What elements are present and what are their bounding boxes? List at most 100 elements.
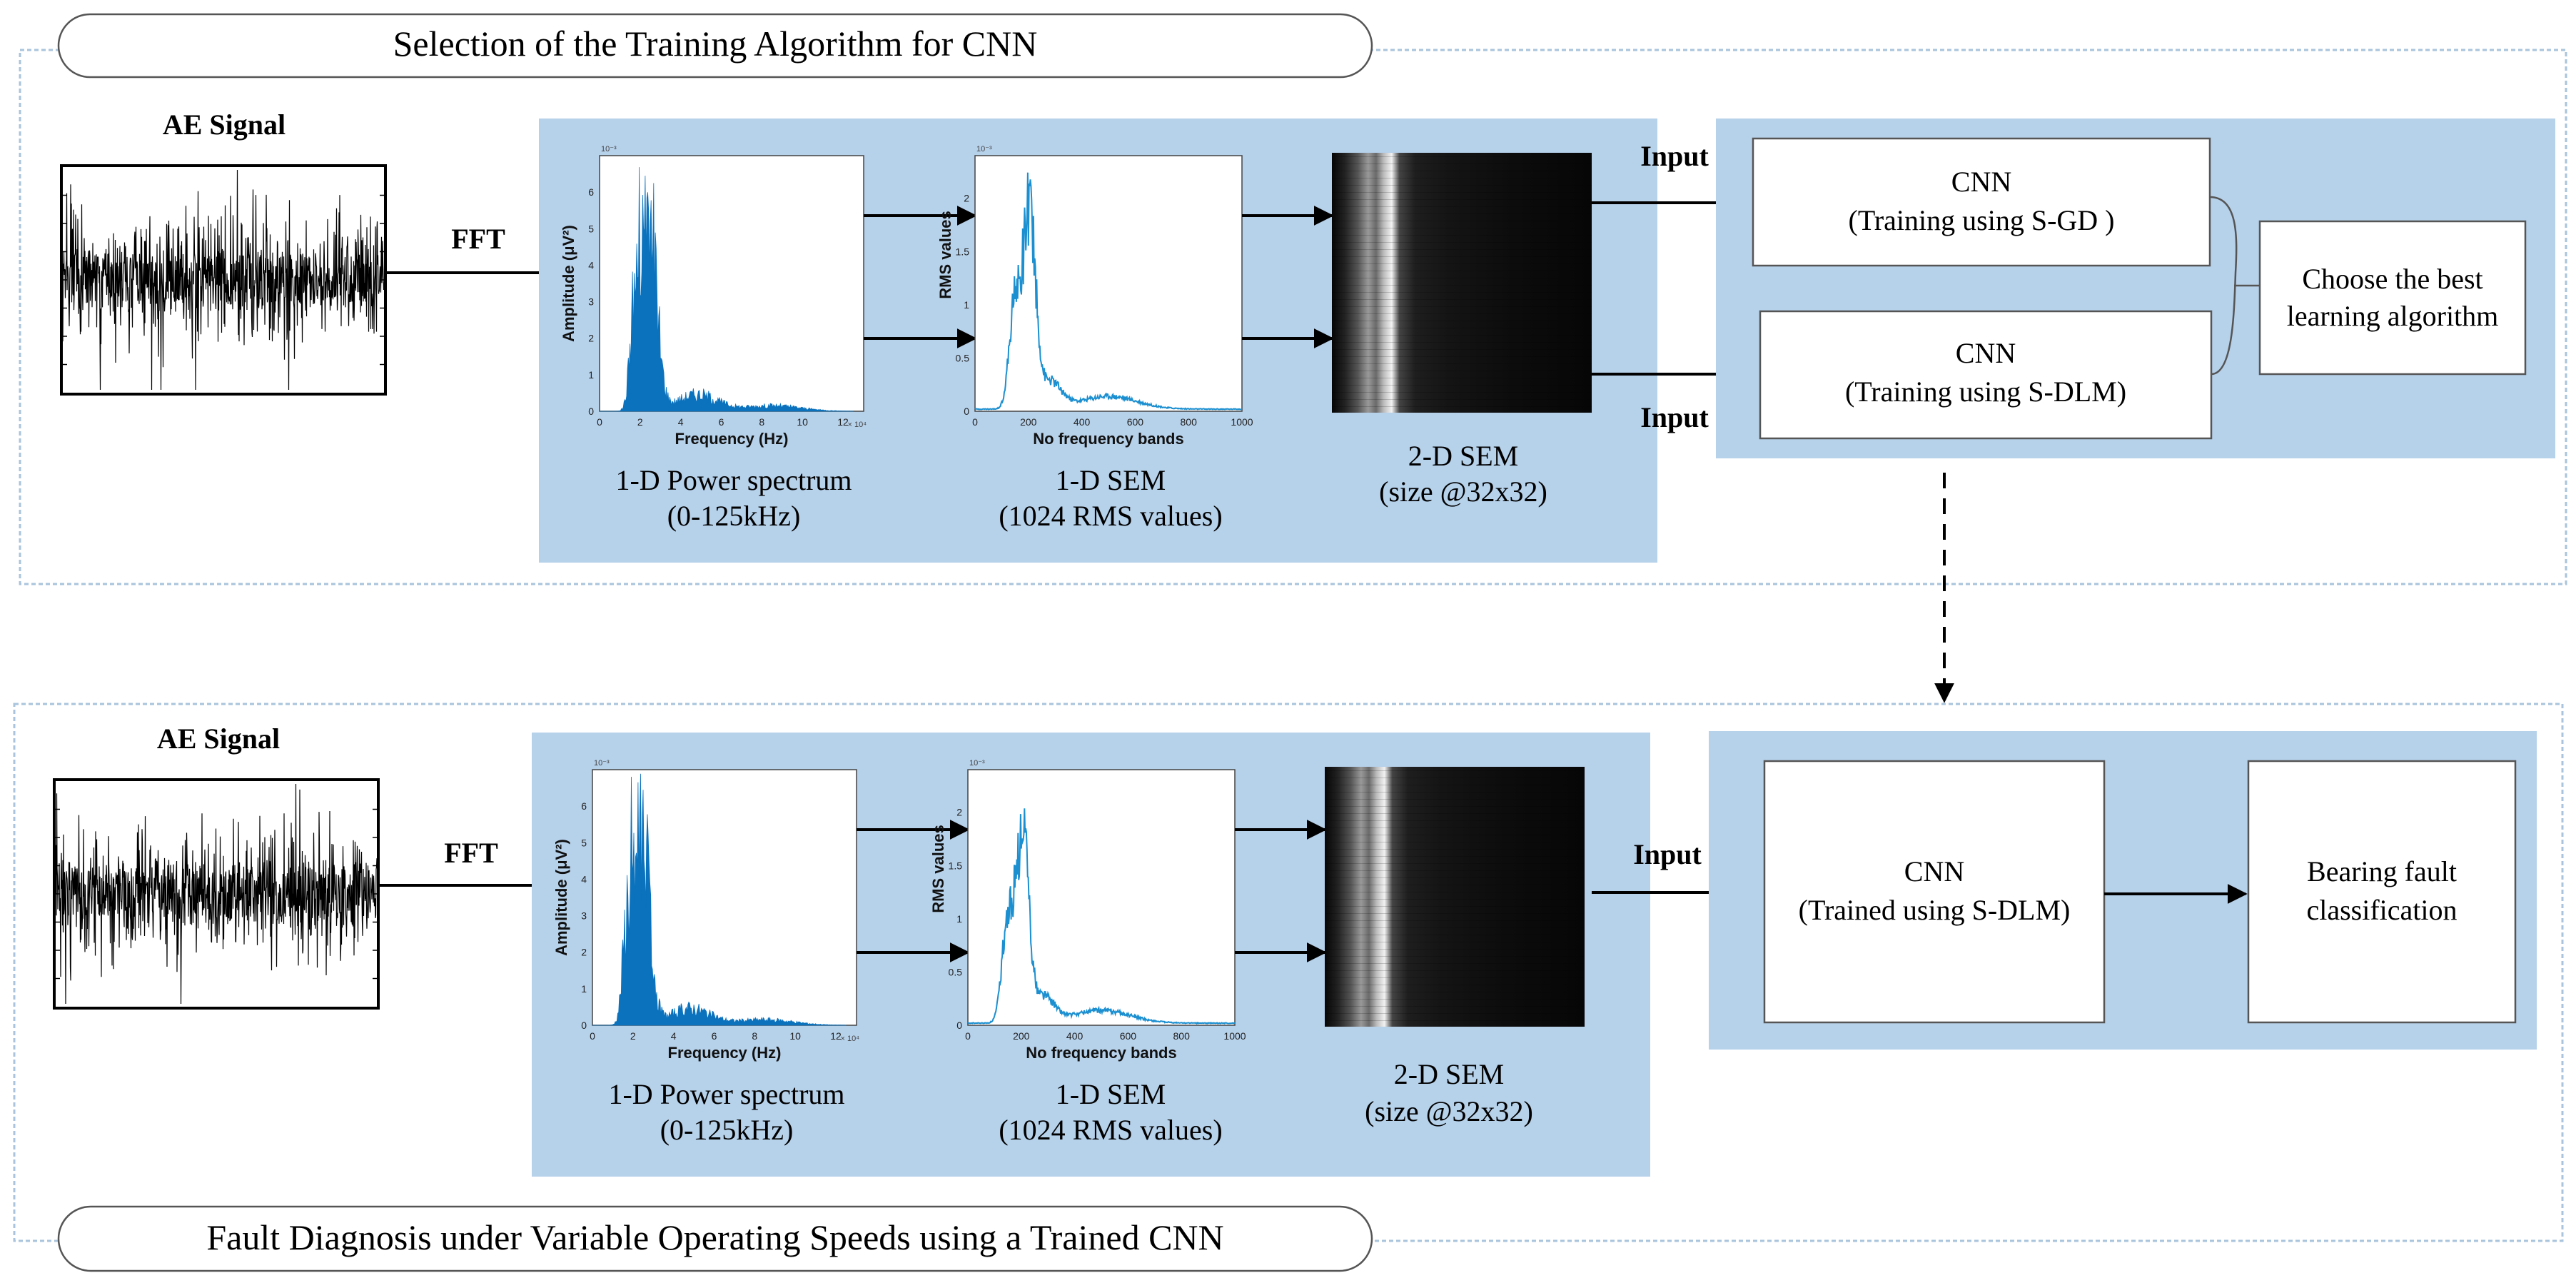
bottom-2d-sem-image-rows (1325, 767, 1585, 1027)
bottom-section-title-box (57, 1205, 1373, 1272)
sem-plot-area (967, 769, 1236, 1026)
ps-y-exponent: 10⁻³ (594, 759, 610, 768)
sem-x-tick-label: 600 (1120, 1030, 1137, 1042)
bottom-1d-sem-caption-2: (1024 RMS values) (999, 1114, 1222, 1146)
top-ae-signal-title: AE Signal (163, 109, 286, 141)
top-2d-sem-caption-2: (size @32x32) (1379, 476, 1547, 508)
ps-y-tick-label: 0 (588, 406, 594, 417)
ps-y-tick-label: 2 (588, 333, 594, 344)
bottom-classification-box (2247, 760, 2517, 1024)
top-2d-sem-caption-1: 2-D SEM (1408, 440, 1518, 472)
sem-y-tick-label: 1 (964, 299, 969, 311)
sem-y-tick-label: 0 (956, 1020, 962, 1031)
ps-y-exponent: 10⁻³ (601, 145, 617, 154)
sem-x-tick-label: 1000 (1223, 1030, 1246, 1042)
bottom-fft-label: FFT (444, 837, 498, 869)
sem-y-tick-label: 1.5 (956, 246, 970, 257)
ps-x-axis-label: Frequency (Hz) (668, 1044, 782, 1062)
sem-x-tick-label: 400 (1066, 1030, 1084, 1042)
bottom-section-border (13, 703, 2564, 1242)
top-choose-line1: Choose the best (2302, 263, 2482, 295)
sem-y-tick-label: 0.5 (956, 352, 970, 363)
top-1d-sem-caption-1: 1-D SEM (1056, 464, 1166, 496)
top-section-title-box (57, 13, 1373, 79)
top-power-spectrum-caption-2: (0-125kHz) (667, 500, 801, 532)
sem-y-exponent: 10⁻³ (969, 759, 985, 768)
ps-x-exponent: × 10⁴ (841, 1035, 860, 1043)
ps-y-tick-label: 4 (588, 259, 594, 271)
ps-x-tick-label: 2 (630, 1030, 636, 1042)
sem-x-axis-label: No frequency bands (1033, 430, 1183, 448)
bottom-2d-sem-caption-1: 2-D SEM (1394, 1058, 1504, 1090)
sem-x-tick-label: 600 (1127, 416, 1144, 428)
top-input-label-2: Input (1640, 401, 1709, 433)
ps-y-tick-label: 3 (588, 296, 594, 308)
ps-y-tick-label: 0 (581, 1020, 587, 1031)
top-1d-sem-caption-2: (1024 RMS values) (999, 500, 1222, 532)
sem-plot-area (974, 155, 1243, 412)
top-cnn-sdlm-box (1759, 310, 2213, 440)
ps-x-tick-label: 6 (719, 416, 724, 428)
sem-y-tick-label: 0 (964, 406, 969, 417)
sem-trace (967, 808, 1236, 1025)
bottom-input-label: Input (1633, 838, 1702, 870)
bottom-power-spectrum-caption-1: 1-D Power spectrum (608, 1078, 844, 1110)
ps-x-tick-label: 10 (789, 1030, 801, 1042)
bottom-section-title: Fault Diagnosis under Variable Operating… (206, 1217, 1223, 1257)
ps-y-tick-label: 4 (581, 873, 587, 885)
top-cnn-sgd-line1: CNN (1951, 166, 2011, 198)
ps-y-axis-label: Amplitude (μV²) (560, 225, 577, 342)
ps-x-tick-label: 10 (797, 416, 808, 428)
bottom-ae-signal-waveform (55, 783, 378, 1005)
ps-x-exponent: × 10⁴ (848, 421, 867, 429)
sem-x-tick-label: 800 (1181, 416, 1198, 428)
ps-x-tick-label: 4 (671, 1030, 677, 1042)
top-choose-line2: learning algorithm (2287, 300, 2499, 332)
ps-y-tick-label: 5 (581, 837, 587, 848)
top-ae-signal-waveform (62, 169, 385, 391)
sem-x-tick-label: 200 (1013, 1030, 1030, 1042)
bottom-classification-line2: classification (2306, 894, 2457, 926)
sem-y-tick-label: 1 (956, 913, 962, 925)
sem-y-tick-label: 0.5 (949, 966, 963, 977)
sem-x-axis-label: No frequency bands (1026, 1044, 1176, 1062)
sem-y-tick-label: 2 (964, 193, 969, 204)
top-cnn-sgd-line2: (Training using S-GD ) (1849, 204, 2115, 236)
sem-y-axis-label: RMS values (936, 211, 954, 299)
bottom-section: Fault Diagnosis under Variable Operating… (13, 703, 2564, 1272)
sem-y-tick-label: 2 (956, 807, 962, 818)
ps-y-tick-label: 6 (588, 186, 594, 198)
ps-x-tick-label: 12 (837, 416, 849, 428)
ps-x-tick-label: 6 (712, 1030, 717, 1042)
ps-y-tick-label: 2 (581, 947, 587, 958)
bottom-cnn-trained-line2: (Trained using S-DLM) (1799, 894, 2071, 926)
top-cnn-sdlm-line2: (Training using S-DLM) (1845, 376, 2126, 408)
ae-signal-trace (62, 169, 385, 391)
sem-x-tick-label: 0 (965, 1030, 971, 1042)
sem-y-exponent: 10⁻³ (976, 145, 992, 154)
bottom-1d-sem-caption-1: 1-D SEM (1056, 1078, 1166, 1110)
top-cnn-sgd-box (1752, 137, 2211, 267)
ps-spectrum-fill (600, 167, 854, 412)
ae-signal-trace (55, 783, 378, 1005)
bottom-classification-line1: Bearing fault (2307, 855, 2457, 887)
top-cnn-sdlm-line1: CNN (1956, 337, 2016, 369)
ps-x-axis-label: Frequency (Hz) (675, 430, 789, 448)
top-choose-box (2258, 220, 2527, 376)
bottom-cnn-trained-box (1763, 760, 2106, 1024)
sem-x-tick-label: 800 (1173, 1030, 1191, 1042)
sem-y-axis-label: RMS values (929, 825, 947, 913)
sem-x-tick-label: 1000 (1231, 416, 1253, 428)
ps-x-tick-label: 4 (678, 416, 684, 428)
ps-y-tick-label: 1 (588, 369, 594, 381)
sem-x-tick-label: 200 (1020, 416, 1037, 428)
sem-x-tick-label: 400 (1074, 416, 1091, 428)
sem-trace (974, 172, 1243, 411)
bottom-ae-signal-title: AE Signal (157, 723, 280, 755)
top-section: Selection of the Training Algorithm for … (19, 13, 2567, 585)
ps-y-tick-label: 6 (581, 800, 587, 812)
